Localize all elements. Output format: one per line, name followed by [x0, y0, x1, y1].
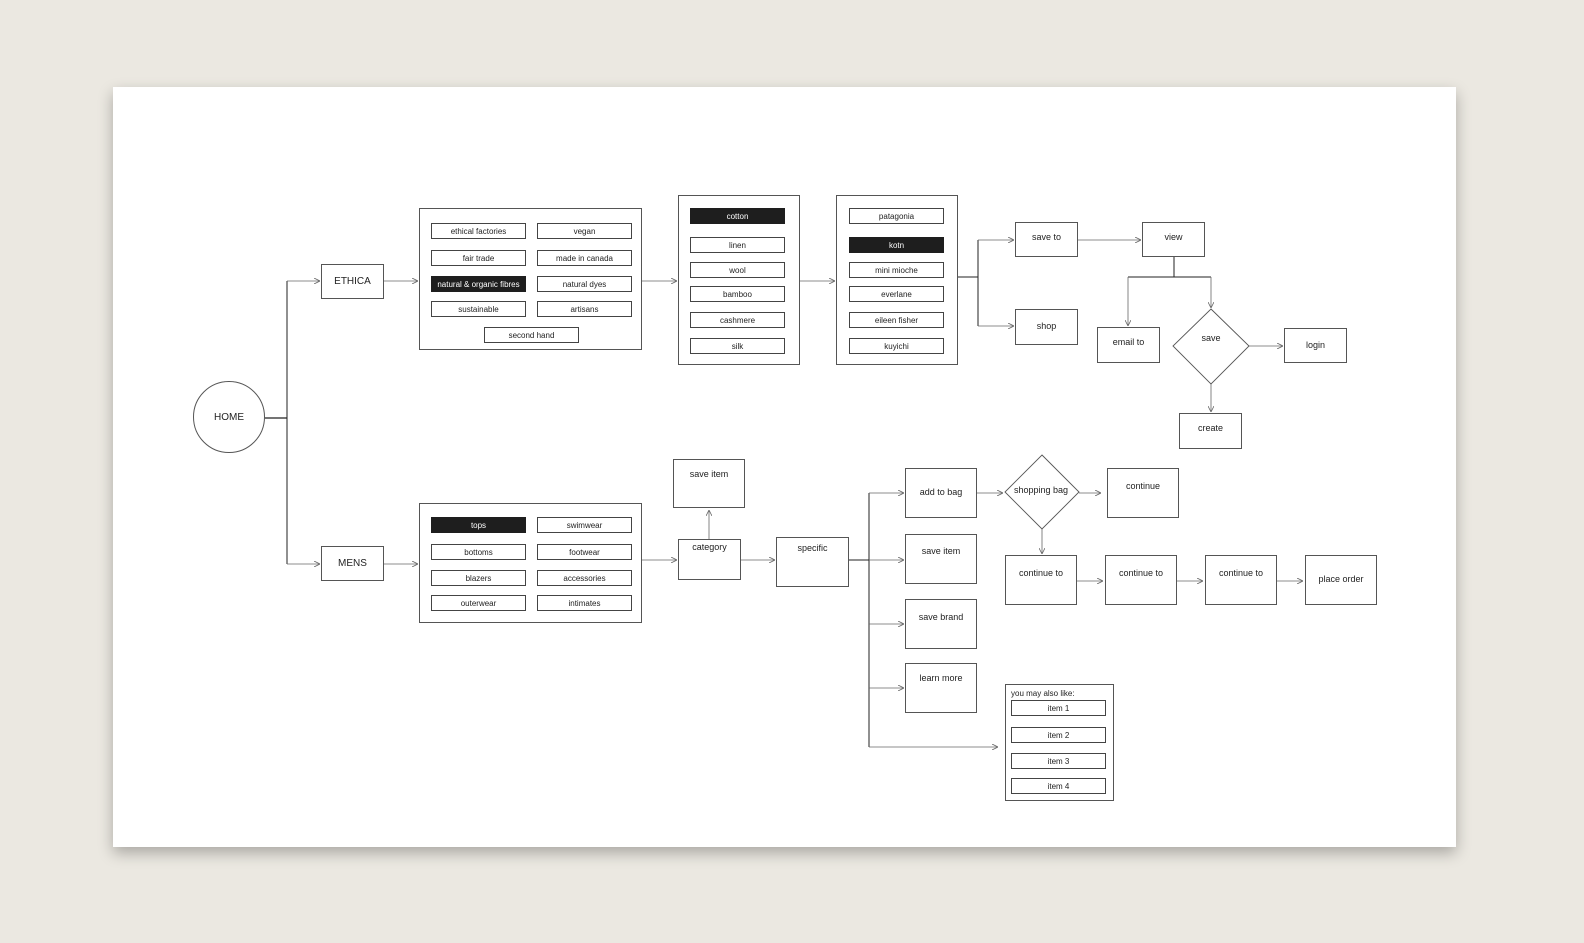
fibre-cotton-selected[interactable]: cotton — [690, 208, 785, 224]
save-decision-label: save — [1201, 333, 1221, 343]
ethica-node[interactable]: ETHICA — [321, 264, 384, 299]
shop-node[interactable]: shop — [1015, 309, 1078, 345]
category-accessories[interactable]: accessories — [537, 570, 632, 586]
specific-node[interactable]: specific — [776, 537, 849, 587]
brand-patagonia[interactable]: patagonia — [849, 208, 944, 224]
add-to-bag-node[interactable]: add to bag — [905, 468, 977, 518]
mens-node[interactable]: MENS — [321, 546, 384, 581]
fibre-cashmere[interactable]: cashmere — [690, 312, 785, 328]
fibre-linen[interactable]: linen — [690, 237, 785, 253]
save-item-label: save item — [921, 546, 961, 556]
brand-eileen-fisher[interactable]: eileen fisher — [849, 312, 944, 328]
category-blazers[interactable]: blazers — [431, 570, 526, 586]
view-label: view — [1164, 232, 1183, 242]
shop-label: shop — [1036, 321, 1057, 332]
category-label: category — [692, 542, 727, 552]
save-item-node[interactable]: save item — [905, 534, 977, 584]
save-to-node[interactable]: save to — [1015, 222, 1078, 257]
specific-label: specific — [797, 543, 828, 553]
continue-label: continue — [1125, 481, 1161, 491]
shopping-bag-label: shopping bag — [1013, 485, 1069, 495]
mens-categories-panel: tops swimwear bottoms footwear blazers a… — [419, 503, 642, 623]
home-node[interactable]: HOME — [193, 381, 265, 453]
continue-to-node-3[interactable]: continue to — [1205, 555, 1277, 605]
save-item-category-label: save item — [689, 469, 729, 479]
mens-label: MENS — [338, 558, 367, 569]
category-bottoms[interactable]: bottoms — [431, 544, 526, 560]
value-natural-dyes[interactable]: natural dyes — [537, 276, 632, 292]
add-to-bag-label: add to bag — [919, 487, 963, 498]
login-node[interactable]: login — [1284, 328, 1347, 363]
recommended-item-1[interactable]: item 1 — [1011, 700, 1106, 716]
brand-everlane[interactable]: everlane — [849, 286, 944, 302]
continue-to-label-1: continue to — [1018, 568, 1064, 578]
fibre-bamboo[interactable]: bamboo — [690, 286, 785, 302]
recommended-item-3[interactable]: item 3 — [1011, 753, 1106, 769]
ethica-label: ETHICA — [334, 276, 371, 287]
recommendations-title: you may also like: — [1011, 689, 1075, 698]
learn-more-label: learn more — [919, 673, 963, 683]
value-fair-trade[interactable]: fair trade — [431, 250, 526, 266]
place-order-node[interactable]: place order — [1305, 555, 1377, 605]
save-item-category-node[interactable]: save item — [673, 459, 745, 508]
home-label: HOME — [214, 411, 244, 423]
create-node[interactable]: create — [1179, 413, 1242, 449]
brands-panel: patagonia kotn mini mioche everlane eile… — [836, 195, 958, 365]
category-node[interactable]: category — [678, 539, 741, 580]
value-sustainable[interactable]: sustainable — [431, 301, 526, 317]
fibre-wool[interactable]: wool — [690, 262, 785, 278]
email-to-label: email to — [1112, 337, 1145, 347]
learn-more-node[interactable]: learn more — [905, 663, 977, 713]
continue-to-label-3: continue to — [1218, 568, 1264, 578]
ethica-values-panel: ethical factories vegan fair trade made … — [419, 208, 642, 350]
fibre-silk[interactable]: silk — [690, 338, 785, 354]
save-brand-label: save brand — [918, 612, 964, 622]
continue-to-node-1[interactable]: continue to — [1005, 555, 1077, 605]
value-second-hand[interactable]: second hand — [484, 327, 579, 343]
recommended-item-4[interactable]: item 4 — [1011, 778, 1106, 794]
brand-kotn-selected[interactable]: kotn — [849, 237, 944, 253]
value-made-in-canada[interactable]: made in canada — [537, 250, 632, 266]
category-intimates[interactable]: intimates — [537, 595, 632, 611]
view-node[interactable]: view — [1142, 222, 1205, 257]
continue-to-node-2[interactable]: continue to — [1105, 555, 1177, 605]
email-to-node[interactable]: email to — [1097, 327, 1160, 363]
value-artisans[interactable]: artisans — [537, 301, 632, 317]
save-brand-node[interactable]: save brand — [905, 599, 977, 649]
category-swimwear[interactable]: swimwear — [537, 517, 632, 533]
fibres-panel: cotton linen wool bamboo cashmere silk — [678, 195, 800, 365]
category-footwear[interactable]: footwear — [537, 544, 632, 560]
brand-mini-mioche[interactable]: mini mioche — [849, 262, 944, 278]
value-ethical-factories[interactable]: ethical factories — [431, 223, 526, 239]
category-outerwear[interactable]: outerwear — [431, 595, 526, 611]
recommendations-panel: you may also like: item 1 item 2 item 3 … — [1005, 684, 1114, 801]
create-label: create — [1197, 423, 1223, 433]
category-tops-selected[interactable]: tops — [431, 517, 526, 533]
login-label: login — [1305, 339, 1325, 350]
value-vegan[interactable]: vegan — [537, 223, 632, 239]
brand-kuyichi[interactable]: kuyichi — [849, 338, 944, 354]
value-natural-organic-fibres-selected[interactable]: natural & organic fibres — [431, 276, 526, 292]
continue-to-label-2: continue to — [1118, 568, 1164, 578]
save-to-label: save to — [1031, 232, 1062, 242]
continue-node[interactable]: continue — [1107, 468, 1179, 518]
place-order-label: place order — [1318, 574, 1364, 585]
recommended-item-2[interactable]: item 2 — [1011, 727, 1106, 743]
